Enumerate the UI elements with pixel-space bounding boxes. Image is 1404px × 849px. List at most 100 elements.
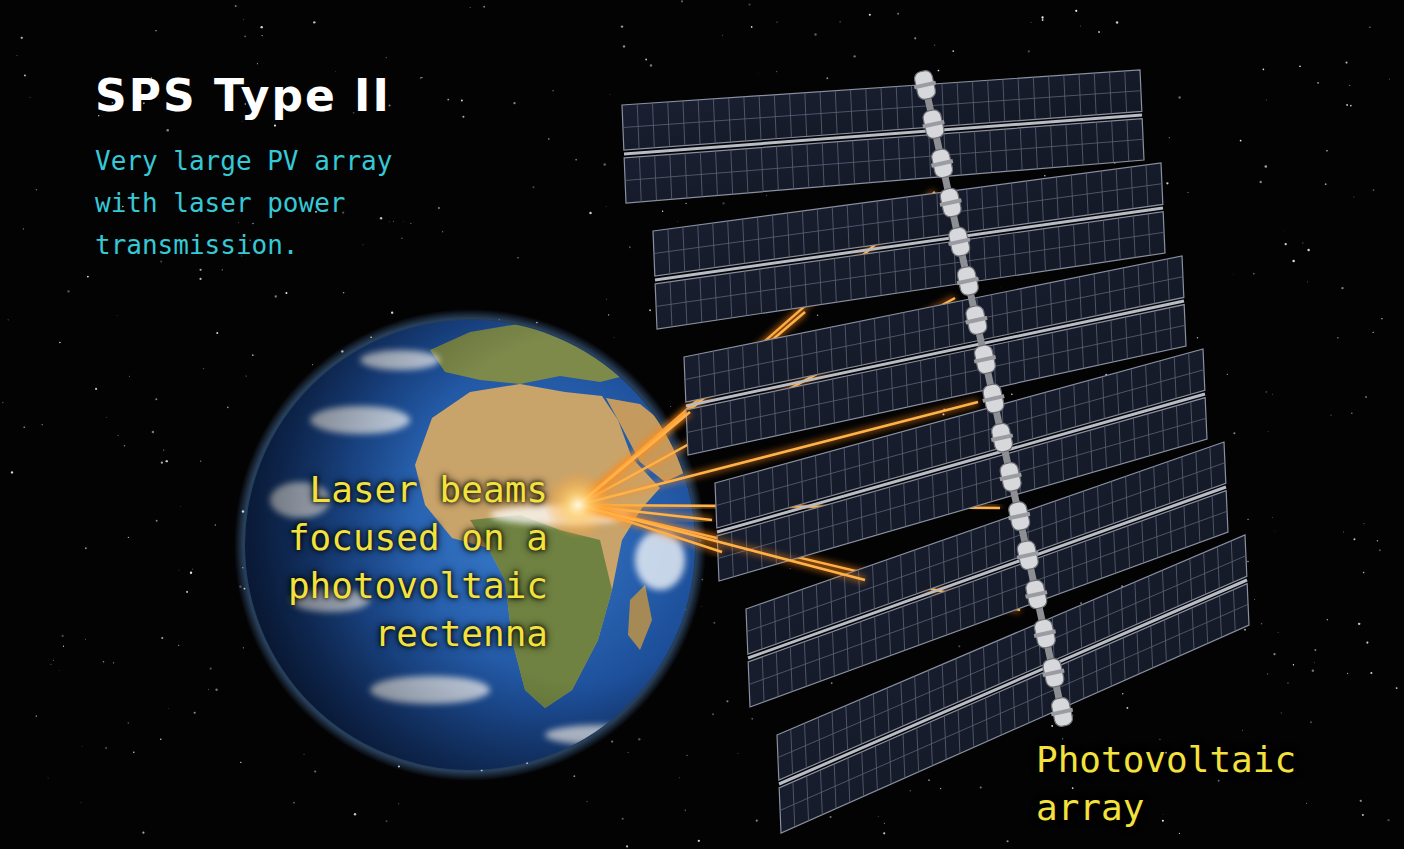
star (1353, 196, 1355, 198)
star (156, 520, 158, 522)
star (166, 460, 168, 462)
star (608, 314, 609, 315)
star (1351, 413, 1352, 414)
truss-module (913, 69, 937, 100)
label-holder: Photovoltaic array (1036, 736, 1336, 832)
star (1370, 672, 1372, 674)
star (313, 21, 315, 23)
star (1317, 82, 1319, 84)
star (262, 35, 263, 36)
star (1044, 175, 1045, 176)
truss-ring (982, 394, 1004, 403)
star (814, 33, 816, 35)
star (128, 722, 129, 723)
star (980, 786, 982, 788)
star (1259, 181, 1261, 183)
star (629, 246, 631, 248)
truss-module (990, 422, 1014, 453)
star (410, 223, 411, 224)
star (21, 37, 23, 39)
panel-wing (777, 535, 1249, 833)
star (686, 755, 687, 756)
truss-ring (948, 237, 970, 246)
star (53, 659, 55, 661)
star (878, 816, 879, 817)
star (721, 34, 723, 36)
truss-module (956, 265, 980, 296)
beam-glow (578, 505, 865, 580)
star (1327, 619, 1328, 620)
star (897, 13, 899, 15)
star (391, 311, 393, 313)
star (113, 662, 114, 663)
star (1261, 623, 1263, 625)
star (1042, 19, 1044, 21)
star (166, 129, 168, 131)
star (685, 203, 686, 204)
star (63, 646, 64, 647)
star (257, 63, 258, 64)
star (1227, 374, 1228, 375)
star (1263, 69, 1265, 71)
star (1363, 523, 1365, 525)
star (81, 746, 83, 748)
star (160, 261, 162, 263)
star (190, 572, 192, 574)
star (447, 99, 449, 101)
star (910, 790, 911, 791)
star (50, 663, 52, 665)
star (1381, 318, 1382, 319)
star (826, 77, 828, 79)
star (87, 276, 89, 278)
star (1122, 693, 1124, 695)
star (24, 427, 25, 428)
star (532, 186, 534, 188)
star (1306, 803, 1307, 804)
star (1326, 150, 1327, 151)
truss-ring (957, 277, 979, 286)
star (638, 738, 640, 740)
star (163, 449, 164, 450)
star (575, 159, 576, 160)
star (207, 688, 209, 690)
star (1187, 192, 1188, 193)
star (1345, 61, 1347, 63)
star (1254, 599, 1256, 601)
star (1365, 396, 1367, 398)
star (573, 775, 575, 777)
star (191, 568, 193, 570)
star (586, 801, 587, 802)
title: SPS Type II (95, 70, 391, 122)
star (67, 290, 69, 292)
star (438, 207, 440, 209)
star (1349, 85, 1350, 86)
star (293, 802, 295, 804)
star (1242, 729, 1244, 731)
star (1265, 391, 1267, 393)
star (11, 471, 13, 473)
star (380, 217, 382, 219)
star (1307, 281, 1309, 283)
star (1116, 21, 1118, 23)
star (611, 740, 613, 742)
star (314, 770, 316, 772)
star (103, 661, 105, 663)
truss-spine (913, 69, 1074, 727)
star (679, 777, 681, 779)
star (62, 635, 64, 637)
star (766, 194, 768, 196)
star (203, 368, 205, 370)
star (681, 0, 683, 2)
star (274, 125, 276, 127)
star (161, 462, 163, 464)
ocean (245, 320, 695, 770)
rectenna-glow (544, 471, 612, 539)
star (999, 287, 1001, 289)
star (552, 90, 553, 91)
star (1080, 602, 1082, 604)
star (1299, 65, 1301, 67)
star (1396, 687, 1398, 689)
star (685, 810, 686, 811)
star (1267, 673, 1268, 674)
